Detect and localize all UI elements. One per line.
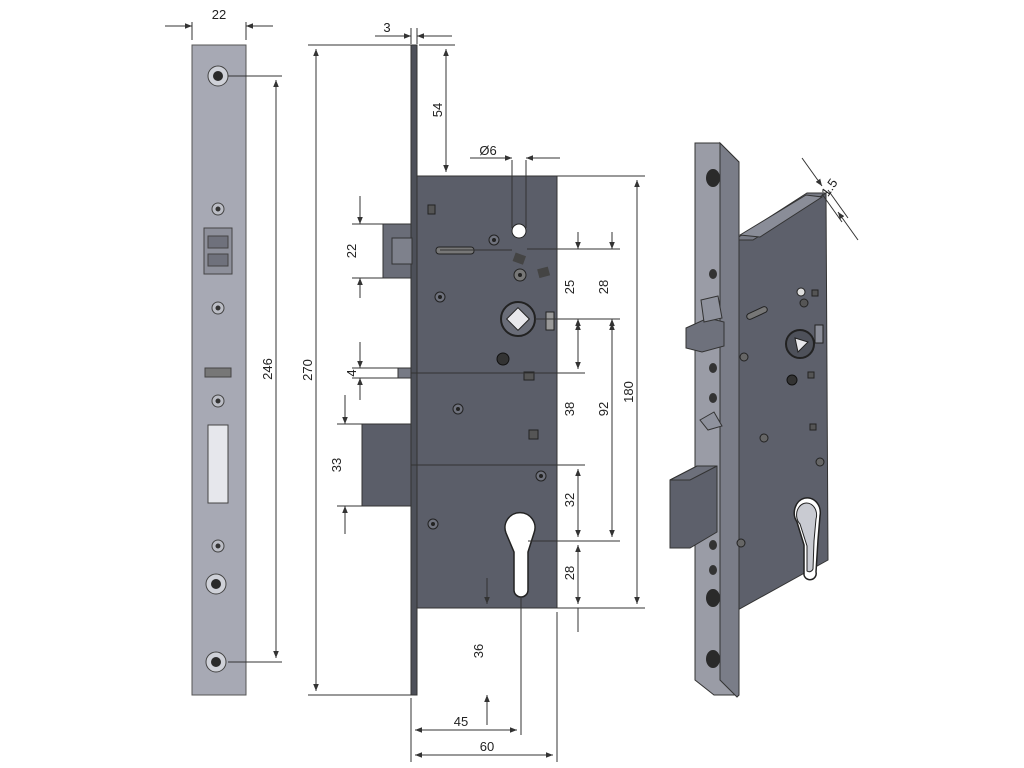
latch-bolt-iso bbox=[685, 295, 725, 353]
spindle-hole bbox=[511, 223, 527, 239]
side-view-dimension-labels: 270 3 54 Ø6 22 4 33 180 25 28 38 92 32 2… bbox=[300, 20, 636, 754]
latch-bolt-side bbox=[382, 223, 413, 279]
dim-overall-length: 270 bbox=[300, 359, 315, 381]
dim-spindle-to-small-bolt: 38 bbox=[562, 402, 577, 416]
small-bolt-front bbox=[204, 367, 232, 378]
iso-dimensions bbox=[801, 157, 859, 241]
lock-side-view bbox=[361, 44, 558, 696]
dim-faceplate-thickness: 3 bbox=[383, 20, 390, 35]
side-view-dimensions bbox=[308, 28, 645, 762]
faceplate-screw-hole bbox=[207, 65, 229, 87]
dim-cylinder-to-bottom: 28 bbox=[562, 566, 577, 580]
dim-hole-to-spindle: 25 bbox=[562, 280, 577, 294]
dim-hole-spacing: 246 bbox=[260, 358, 275, 380]
lock-isometric-view bbox=[669, 141, 829, 698]
cylinder-cutout bbox=[504, 511, 536, 598]
latch-bolt-front bbox=[203, 227, 233, 275]
deadbolt-side bbox=[361, 423, 412, 507]
dim-small-bolt-to-cylinder: 32 bbox=[562, 493, 577, 507]
dim-spindle-to-cylinder: 92 bbox=[596, 402, 611, 416]
dim-top-to-case: 54 bbox=[430, 103, 445, 117]
follower-square bbox=[500, 301, 555, 337]
small-bolt-side bbox=[397, 367, 412, 379]
dim-cylinder-bottom-to-case: 36 bbox=[471, 644, 486, 658]
dim-spindle-diameter: Ø6 bbox=[479, 143, 496, 158]
dim-deadbolt-height: 33 bbox=[329, 458, 344, 472]
dim-case-depth: 60 bbox=[480, 739, 494, 754]
deadbolt-slot bbox=[207, 424, 229, 504]
deadbolt-iso bbox=[669, 465, 718, 549]
dim-spindle-to-top-hole: 28 bbox=[596, 280, 611, 294]
dim-small-bolt-height: 4 bbox=[344, 369, 359, 376]
dim-faceplate-width: 22 bbox=[212, 7, 226, 22]
dim-case-height: 180 bbox=[621, 381, 636, 403]
dim-backset: 45 bbox=[454, 714, 468, 729]
faceplate-front-view: 22 246 bbox=[165, 7, 282, 696]
dim-latch-height: 22 bbox=[344, 244, 359, 258]
